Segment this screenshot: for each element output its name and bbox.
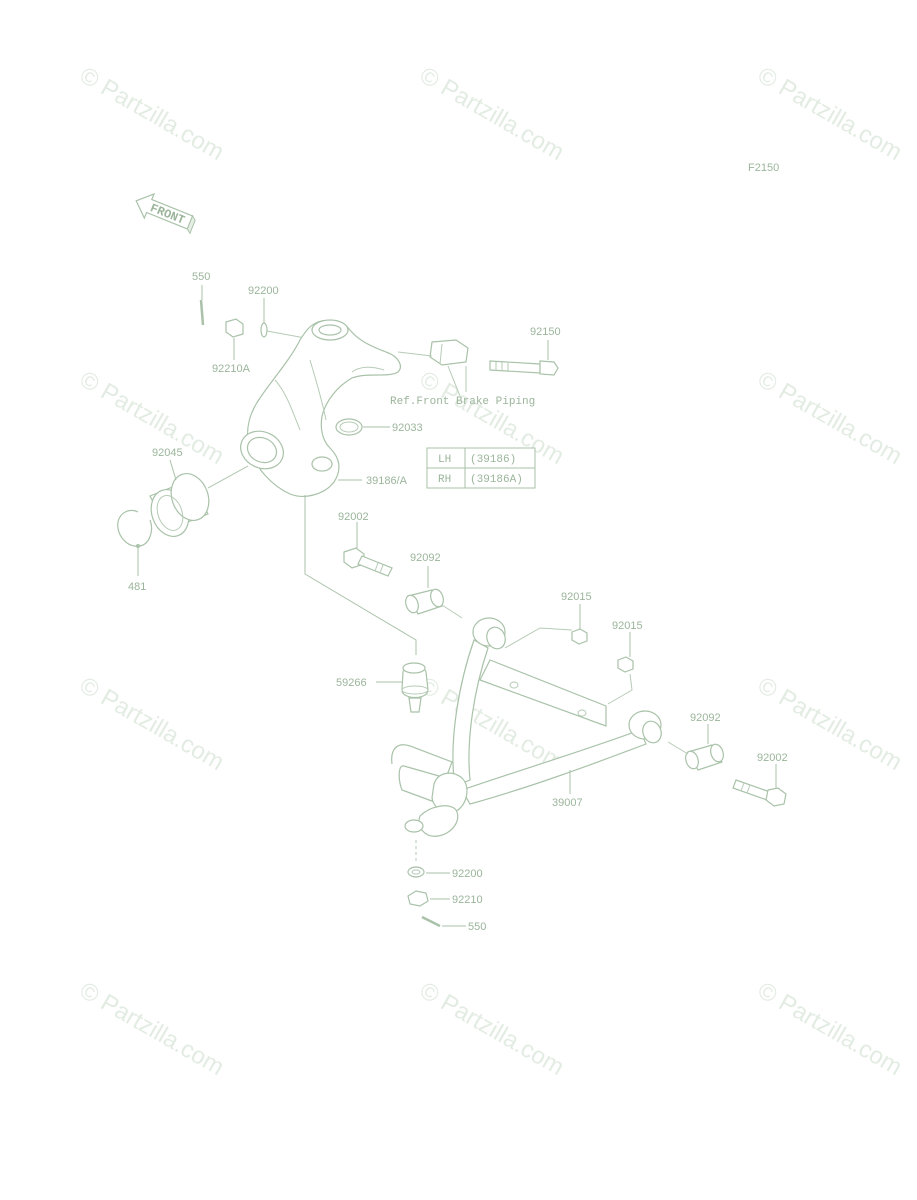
- callout-59266: 59266: [336, 677, 367, 689]
- circlip: 481: [117, 509, 153, 593]
- side-table-rh: RH: [438, 474, 451, 486]
- side-table-lh-part: (39186): [470, 454, 516, 466]
- callout-92150: 92150: [530, 326, 561, 338]
- washer-top: 92200: [248, 285, 306, 339]
- side-table-lh: LH: [438, 454, 451, 466]
- note-brake-piping: Ref.Front Brake Piping: [390, 396, 535, 408]
- watermark-layer: © Partzilla.com © Partzilla.com © Partzi…: [75, 62, 907, 1081]
- cotter-pin-top: 550: [192, 271, 210, 326]
- ball-joint: 59266: [336, 662, 429, 713]
- callout-92200-bottom: 92200: [452, 868, 483, 880]
- knuckle: 39186/A: [240, 319, 417, 655]
- bearing: 92045: [149, 447, 249, 537]
- callout-92002-bottom: 92002: [757, 752, 788, 764]
- a-arm: 39007: [391, 617, 662, 837]
- collar-bottom: 92092: [667, 712, 724, 771]
- callout-92210a: 92210A: [212, 363, 251, 375]
- side-table-rh-part: (39186A): [470, 474, 523, 486]
- castle-nut-bottom: 92210: [407, 890, 483, 907]
- callout-39007: 39007: [552, 797, 583, 809]
- callout-92015-a: 92015: [561, 591, 592, 603]
- bolt-92002-top: 92002: [338, 511, 393, 577]
- watermark: © Partzilla.com: [753, 62, 907, 166]
- watermark: © Partzilla.com: [753, 366, 907, 470]
- nut-92015-a: 92015: [504, 591, 592, 649]
- callout-39186a: 39186/A: [366, 475, 408, 487]
- watermark: © Partzilla.com: [415, 62, 569, 166]
- callout-92200-top: 92200: [248, 285, 279, 297]
- callout-550-bottom: 550: [468, 921, 486, 933]
- callout-92092-bottom: 92092: [690, 712, 721, 724]
- brake-bracket: Ref.Front Brake Piping: [390, 339, 535, 408]
- bolt-92002-bottom: 92002: [732, 752, 788, 807]
- callout-92210: 92210: [452, 894, 483, 906]
- washer-bottom: 92200: [407, 866, 483, 880]
- seal-ring: 92033: [335, 418, 423, 436]
- diagram-code: F2150: [748, 162, 779, 174]
- callout-92002-top: 92002: [338, 511, 369, 523]
- callout-481: 481: [128, 581, 146, 593]
- watermark: © Partzilla.com: [753, 977, 907, 1081]
- cotter-pin-bottom: 550: [421, 915, 486, 933]
- watermark: © Partzilla.com: [415, 977, 569, 1081]
- collar-top: 92092: [405, 552, 463, 619]
- callout-92045: 92045: [152, 447, 183, 459]
- front-arrow-icon: FRONT: [135, 192, 196, 235]
- castle-nut-top: 92210A: [212, 318, 251, 375]
- callout-92092-top: 92092: [410, 552, 441, 564]
- watermark: © Partzilla.com: [75, 62, 229, 166]
- callout-92033: 92033: [392, 422, 423, 434]
- nut-92015-b: 92015: [607, 620, 643, 705]
- callout-92015-b: 92015: [612, 620, 643, 632]
- bolt-92150: 92150: [489, 326, 561, 376]
- watermark: © Partzilla.com: [75, 672, 229, 776]
- callout-550-top: 550: [192, 271, 210, 283]
- watermark: © Partzilla.com: [75, 977, 229, 1081]
- side-table: LH (39186) RH (39186A): [426, 447, 536, 489]
